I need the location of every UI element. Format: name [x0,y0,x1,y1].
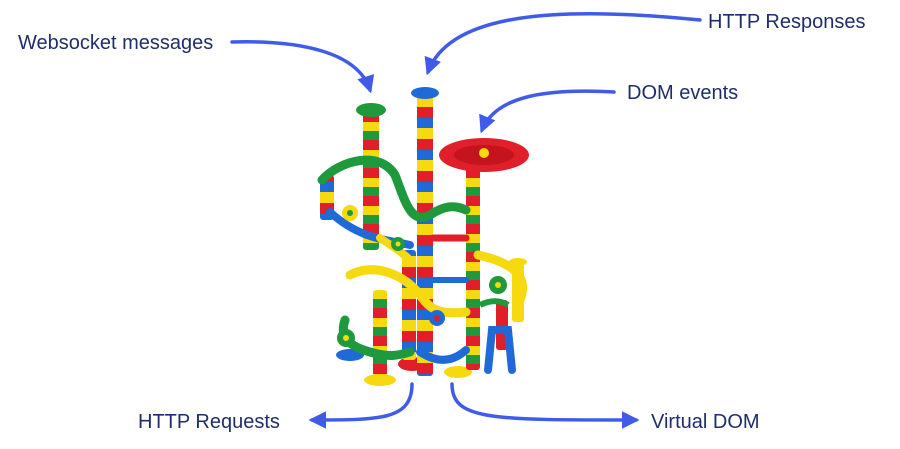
arrow-dom-events [479,89,616,134]
pinwheel [337,329,355,347]
rail [317,155,471,222]
arrow-websocket [230,40,375,94]
label-http-requests: HTTP Requests [138,411,280,433]
funnel-cap [411,87,439,99]
arrow-virtual-dom [450,382,640,429]
label-http-responses: HTTP Responses [708,11,866,33]
tube [402,250,416,360]
tube [512,262,524,322]
tube [373,290,387,376]
pinwheel [489,276,507,294]
arrow-http-responses [424,11,702,76]
tube [363,112,379,250]
pinwheel [342,205,358,221]
label-websocket-messages: Websocket messages [18,32,214,54]
funnel-cap [356,103,386,117]
base [364,374,396,386]
rail [345,265,471,318]
rail [478,298,510,308]
marble-run-illustration [317,87,529,386]
tube [466,160,480,370]
pinwheel [391,237,405,251]
label-virtual-dom: Virtual DOM [651,411,760,433]
catcher [484,326,516,374]
arrows [230,11,702,429]
arrow-http-requests [308,382,414,429]
rail [416,346,470,364]
base [444,366,472,378]
pinwheel [429,310,445,326]
label-dom-events: DOM events [627,82,739,104]
